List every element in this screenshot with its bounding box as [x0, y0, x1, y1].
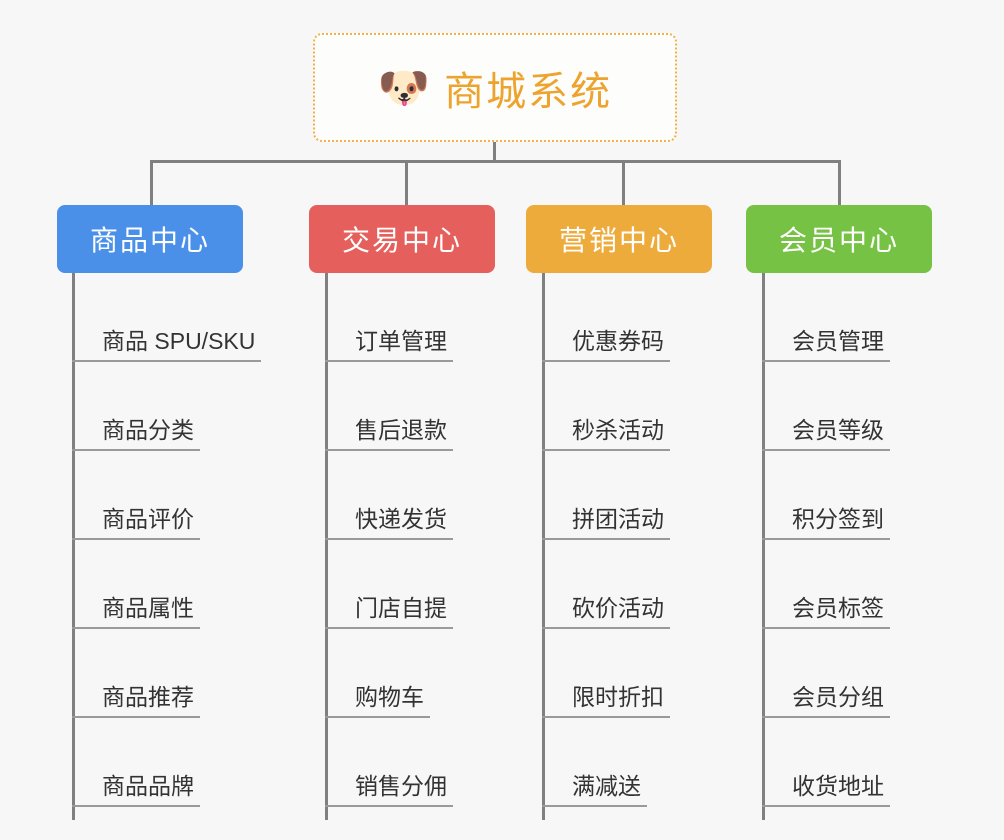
category-label: 会员中心	[778, 225, 899, 256]
leaf-label: 满减送	[542, 773, 647, 807]
list-item[interactable]: 商品评价	[72, 451, 261, 540]
leaf-spine-connector	[762, 273, 765, 820]
leaf-list: 优惠券码 秒杀活动 拼团活动 砍价活动 限时折扣 满减送	[542, 273, 670, 807]
list-item[interactable]: 会员标签	[762, 540, 890, 629]
category-box[interactable]: 会员中心	[746, 205, 932, 273]
leaf-label: 收货地址	[762, 773, 890, 807]
list-item[interactable]: 秒杀活动	[542, 362, 670, 451]
leaf-label: 拼团活动	[542, 506, 670, 540]
root-stem-connector	[493, 142, 496, 162]
leaf-label: 商品属性	[72, 595, 200, 629]
list-item[interactable]: 会员分组	[762, 629, 890, 718]
list-item[interactable]: 商品分类	[72, 362, 261, 451]
leaf-list: 商品 SPU/SKU 商品分类 商品评价 商品属性 商品推荐 商品品牌	[72, 273, 262, 807]
list-item[interactable]: 收货地址	[762, 718, 890, 807]
list-item[interactable]: 优惠券码	[542, 273, 670, 362]
leaf-label: 秒杀活动	[542, 417, 670, 451]
dog-face-icon: 🐶	[377, 63, 431, 111]
category-label: 营销中心	[558, 225, 679, 256]
leaf-label: 快递发货	[325, 506, 453, 540]
leaf-label: 优惠券码	[542, 328, 670, 362]
leaf-label: 会员管理	[762, 328, 890, 362]
list-item[interactable]: 快递发货	[325, 451, 453, 540]
branch-drop-connector	[405, 160, 408, 205]
leaf-label: 会员分组	[762, 684, 890, 718]
leaf-label: 销售分佣	[325, 773, 453, 807]
leaf-label: 订单管理	[325, 328, 453, 362]
leaf-label: 商品品牌	[72, 773, 200, 807]
list-item[interactable]: 销售分佣	[325, 718, 453, 807]
leaf-spine-connector	[325, 273, 328, 820]
leaf-label: 会员标签	[762, 595, 890, 629]
leaf-list: 会员管理 会员等级 积分签到 会员标签 会员分组 收货地址	[762, 273, 890, 807]
list-item[interactable]: 订单管理	[325, 273, 453, 362]
list-item[interactable]: 会员等级	[762, 362, 890, 451]
list-item[interactable]: 会员管理	[762, 273, 890, 362]
category-label: 交易中心	[341, 225, 462, 256]
leaf-label: 砍价活动	[542, 595, 670, 629]
leaf-label: 门店自提	[325, 595, 453, 629]
list-item[interactable]: 满减送	[542, 718, 670, 807]
list-item[interactable]: 拼团活动	[542, 451, 670, 540]
list-item[interactable]: 砍价活动	[542, 540, 670, 629]
list-item[interactable]: 商品 SPU/SKU	[72, 273, 262, 362]
list-item[interactable]: 购物车	[325, 629, 453, 718]
list-item[interactable]: 售后退款	[325, 362, 453, 451]
branch-drop-connector	[622, 160, 625, 205]
leaf-label: 会员等级	[762, 417, 890, 451]
branch-drop-connector	[150, 160, 153, 205]
list-item[interactable]: 商品推荐	[72, 629, 261, 718]
leaf-label: 商品推荐	[72, 684, 200, 718]
category-box[interactable]: 营销中心	[526, 205, 712, 273]
root-node[interactable]: 🐶 商城系统	[313, 33, 677, 142]
list-item[interactable]: 限时折扣	[542, 629, 670, 718]
leaf-spine-connector	[542, 273, 545, 820]
list-item[interactable]: 积分签到	[762, 451, 890, 540]
list-item[interactable]: 商品属性	[72, 540, 261, 629]
leaf-spine-connector	[72, 273, 75, 820]
leaf-label: 商品分类	[72, 417, 200, 451]
leaf-list: 订单管理 售后退款 快递发货 门店自提 购物车 销售分佣	[325, 273, 453, 807]
leaf-label: 售后退款	[325, 417, 453, 451]
leaf-label: 商品评价	[72, 506, 200, 540]
category-label: 商品中心	[89, 225, 210, 256]
branch-bus-connector	[150, 160, 839, 163]
leaf-label: 商品 SPU/SKU	[72, 328, 262, 362]
root-title: 商城系统	[444, 69, 613, 114]
category-box[interactable]: 交易中心	[309, 205, 495, 273]
list-item[interactable]: 商品品牌	[72, 718, 261, 807]
category-box[interactable]: 商品中心	[57, 205, 243, 273]
leaf-label: 限时折扣	[542, 684, 670, 718]
branch-drop-connector	[838, 160, 841, 205]
leaf-label: 积分签到	[762, 506, 890, 540]
list-item[interactable]: 门店自提	[325, 540, 453, 629]
leaf-label: 购物车	[325, 684, 430, 718]
